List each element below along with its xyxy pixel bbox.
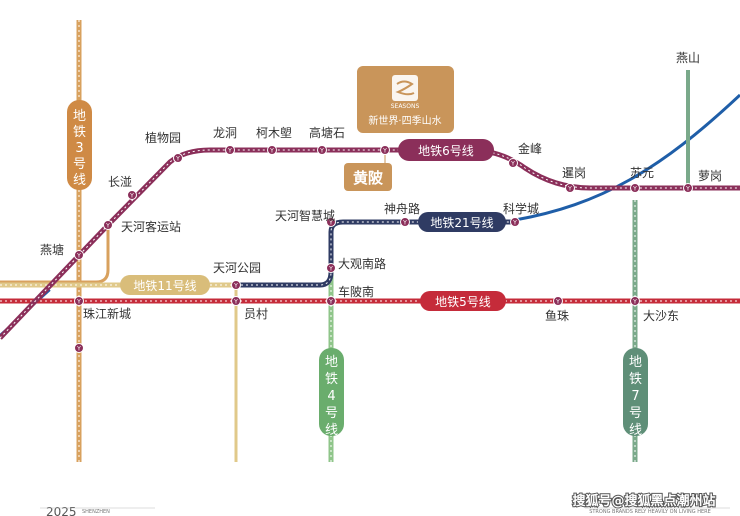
station-marker bbox=[380, 145, 390, 155]
station-changban: 长湴 bbox=[108, 175, 132, 189]
watermark: 搜狐号@搜狐黑点潮州站 bbox=[571, 492, 716, 510]
station-marker bbox=[103, 220, 113, 230]
huangbei-highlight: 黄陂 bbox=[344, 150, 392, 191]
station-tianhegongyuan: 天河公园 bbox=[213, 261, 261, 275]
station-marker bbox=[508, 158, 518, 168]
station-marker bbox=[225, 145, 235, 155]
station-xiagang: 暹岗 bbox=[562, 166, 586, 180]
station-marker bbox=[565, 183, 575, 193]
station-marker bbox=[326, 296, 336, 306]
station-marker bbox=[630, 296, 640, 306]
station-marker bbox=[326, 263, 336, 273]
svg-text:地铁21号线: 地铁21号线 bbox=[430, 216, 493, 230]
station-shenzhoulu: 神舟路 bbox=[384, 201, 420, 216]
station-marker bbox=[267, 145, 277, 155]
station-marker-glyph: Y bbox=[512, 220, 517, 227]
station-marker-glyph: Y bbox=[555, 299, 560, 306]
station-marker bbox=[74, 250, 84, 260]
station-zhiwuyuan: 植物园 bbox=[145, 130, 181, 145]
station-marker bbox=[317, 145, 327, 155]
station-marker bbox=[231, 280, 241, 290]
station-marker-glyph: Y bbox=[319, 148, 324, 155]
station-tianhekeyunzhan: 天河客运站 bbox=[121, 219, 181, 234]
station-tianhezhihuicheng: 天河智慧城 bbox=[275, 208, 335, 223]
station-kemulang: 柯木塱 bbox=[256, 125, 292, 140]
svg-text:搜狐号@搜狐黑点潮州站: 搜狐号@搜狐黑点潮州站 bbox=[572, 493, 715, 509]
station-marker bbox=[231, 296, 241, 306]
station-marker bbox=[630, 183, 640, 193]
station-marker-glyph: Y bbox=[567, 186, 572, 193]
station-marker bbox=[553, 296, 563, 306]
line6-badge: 地铁6号线 bbox=[398, 139, 494, 161]
svg-text:地铁5号线: 地铁5号线 bbox=[435, 295, 491, 309]
station-marker-glyph: Y bbox=[328, 266, 333, 273]
line5-badge: 地铁5号线 bbox=[420, 291, 506, 311]
station-yantang: 燕塘 bbox=[40, 242, 64, 257]
station-marker-glyph: Y bbox=[233, 299, 238, 306]
project-name: 新世界·四季山水 bbox=[368, 114, 441, 127]
station-gaotangshi: 高塘石 bbox=[309, 125, 345, 140]
station-marker-glyph: Y bbox=[175, 156, 180, 163]
station-marker-glyph: Y bbox=[76, 299, 81, 306]
line21-badge: 地铁21号线 bbox=[418, 212, 506, 232]
station-chebeinan: 车陂南 bbox=[338, 284, 374, 299]
station-marker bbox=[74, 343, 84, 353]
station-zhujiangxincheng: 珠江新城 bbox=[83, 306, 131, 321]
svg-text:SEASONS: SEASONS bbox=[391, 103, 420, 110]
station-marker-glyph: Y bbox=[269, 148, 274, 155]
station-suyuan: 苏元 bbox=[630, 166, 654, 180]
station-marker bbox=[683, 183, 693, 193]
station-marker-glyph: Y bbox=[105, 223, 110, 230]
station-luogang: 萝岗 bbox=[698, 169, 722, 183]
station-marker-glyph: Y bbox=[129, 193, 134, 200]
station-marker-glyph: Y bbox=[227, 148, 232, 155]
line3-branch bbox=[0, 225, 110, 284]
project-logo-card: SEASONS 新世界·四季山水 bbox=[357, 66, 454, 133]
station-marker bbox=[127, 190, 137, 200]
station-marker-glyph: Y bbox=[76, 253, 81, 260]
station-marker-glyph: Y bbox=[76, 346, 81, 353]
station-longdong: 龙洞 bbox=[213, 126, 237, 140]
station-yuzhu: 鱼珠 bbox=[545, 309, 569, 323]
station-dashadong: 大沙东 bbox=[643, 309, 679, 323]
station-marker-glyph: Y bbox=[632, 299, 637, 306]
station-marker-glyph: Y bbox=[328, 299, 333, 306]
station-yuancun: 员村 bbox=[244, 307, 268, 321]
footer-small-left: SHENZHEN bbox=[82, 509, 110, 515]
station-marker-glyph: Y bbox=[510, 161, 515, 168]
station-markers: Y Y Y Y Y Y Y Y Y Y Y Y Y Y Y Y Y Y Y Y Y Y Y bbox=[74, 145, 693, 353]
footer-year: 2025 bbox=[46, 505, 77, 516]
station-marker-glyph: Y bbox=[402, 220, 407, 227]
station-marker-glyph: Y bbox=[685, 186, 690, 193]
station-marker bbox=[326, 217, 336, 227]
svg-text:黄陂: 黄陂 bbox=[353, 169, 384, 187]
station-marker-glyph: Y bbox=[632, 186, 637, 193]
footer-small-right: STRONG BRANDS RELY HEAVILY ON LIVING HER… bbox=[589, 509, 711, 515]
station-marker-glyph: Y bbox=[382, 148, 387, 155]
line11-badge: 地铁11号线 bbox=[120, 275, 210, 295]
svg-text:地铁6号线: 地铁6号线 bbox=[418, 144, 474, 158]
station-jinfeng: 金峰 bbox=[518, 141, 542, 156]
station-kexuecheng: 科学城 bbox=[503, 201, 539, 216]
station-marker-glyph: Y bbox=[233, 283, 238, 290]
station-yanshan: 燕山 bbox=[676, 51, 700, 65]
station-marker bbox=[510, 217, 520, 227]
station-marker bbox=[400, 217, 410, 227]
station-marker-glyph: Y bbox=[328, 220, 333, 227]
station-marker bbox=[173, 153, 183, 163]
station-marker bbox=[74, 296, 84, 306]
svg-text:地铁11号线: 地铁11号线 bbox=[133, 279, 196, 293]
station-daguannanlu: 大观南路 bbox=[338, 256, 386, 271]
blue-diagonal-line-east bbox=[514, 93, 740, 222]
